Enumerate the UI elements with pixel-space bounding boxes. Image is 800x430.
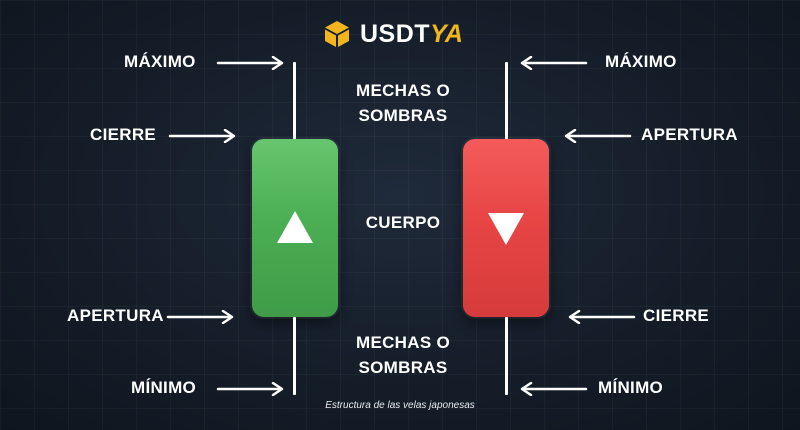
label-wicks-top: MECHAS O SOMBRAS [348,78,458,128]
up-triangle-icon [277,211,313,243]
label-red-close: CIERRE [643,306,710,325]
label-wicks-bottom-line1: MECHAS O [355,333,450,352]
green-lower-wick [293,317,296,395]
arrow-right-icon [168,129,236,143]
arrow-left-icon [564,129,632,143]
cube-logo-icon [325,21,349,47]
green-upper-wick [293,62,296,140]
label-green-low: MÍNIMO [131,378,197,397]
arrow-right-icon [216,56,284,70]
bearish-candle-body [463,139,549,317]
brand-name-accent: YA [430,19,463,48]
label-green-open: APERTURA [67,306,164,325]
arrow-left-icon [520,56,588,70]
label-red-low: MÍNIMO [598,378,664,397]
label-body: CUERPO [365,213,441,232]
red-lower-wick [505,317,508,395]
arrow-left-icon [568,310,636,324]
label-wicks-bottom: MECHAS O SOMBRAS [348,330,458,380]
arrow-left-icon [520,382,588,396]
arrow-right-icon [216,382,284,396]
label-wicks-top-line2: SOMBRAS [358,106,448,125]
bullish-candle-body [252,139,338,317]
label-wicks-top-line1: MECHAS O [355,81,450,100]
brand-name-primary: USDT [360,19,431,48]
label-green-close: CIERRE [90,125,157,144]
figure-caption: Estructura de las velas japonesas [325,400,475,411]
red-upper-wick [505,62,508,140]
down-triangle-icon [488,213,524,245]
label-red-high: MÁXIMO [605,52,677,71]
label-wicks-bottom-line2: SOMBRAS [358,358,448,377]
arrow-right-icon [166,310,234,324]
label-green-high: MÁXIMO [124,52,196,71]
label-red-open: APERTURA [641,125,738,144]
